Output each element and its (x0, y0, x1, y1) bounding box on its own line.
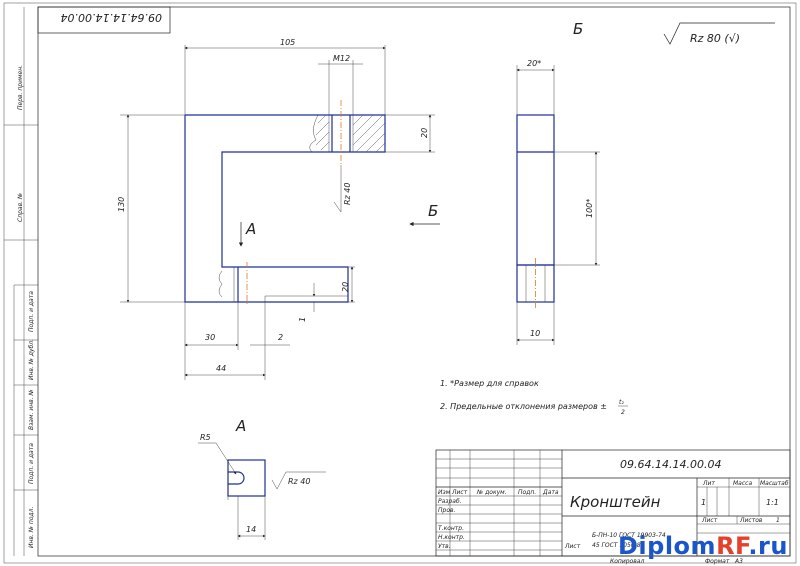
note-2: 2. Предельные отклонения размеров ± (440, 402, 607, 411)
view-a-arrow-label: А (245, 220, 256, 238)
sheet-label: Лист (701, 517, 718, 524)
inner-frame (37, 6, 791, 557)
stamp-drawing-number: 09.64.14.14.00.04 (620, 458, 721, 471)
main-view-dimensions: 105 M12 130 20 Rz 40 20 1 30 2 44 А (117, 38, 435, 380)
hdr-doc: № докум. (476, 489, 507, 496)
title-block: Изм Лист № докум. Подп. Дата Разраб. Про… (435, 449, 791, 557)
format-value: А3 (734, 558, 743, 565)
sidebar-label-5: Подп. и дата (28, 443, 35, 484)
view-b-dim-10: 10 (530, 329, 540, 338)
role-prov: Пров. (438, 507, 456, 514)
section-dim-14: 14 (246, 525, 256, 534)
watermark-logo: DiplomRF.ru (618, 532, 788, 560)
dim-m12: M12 (333, 54, 350, 63)
material-text2: 45 ГОСТ 1050-88 (592, 542, 645, 549)
sidebar-label-1: Справ. № (17, 193, 24, 222)
hdr-list: Лист (451, 489, 468, 496)
sidebar-label-0: Перв. примен. (17, 65, 24, 110)
section-rz40: Rz 40 (288, 477, 310, 486)
role-nkontr: Н.контр. (438, 534, 465, 541)
dim-130: 130 (117, 197, 126, 212)
view-b-arrow-label: Б (428, 202, 438, 220)
view-b-title: Б (573, 20, 583, 38)
sidebar-label-3: Инв. № дубл. (28, 339, 35, 380)
rz40-sign-icon (333, 165, 342, 213)
main-view (184, 100, 386, 305)
mass-label: Масса (733, 480, 752, 487)
view-b: 20* 100* 10 (516, 59, 600, 345)
note-fraction-num: t₂ (619, 399, 624, 406)
scale-label: Масштаб (760, 480, 789, 487)
copied-label: Копировал (610, 558, 644, 565)
sidebar-label-2: Подп. и дата (28, 291, 35, 332)
surface-note: Rz 80 (√) (690, 32, 740, 45)
hdr-izm: Изм (438, 489, 451, 496)
dim-20-top: 20 (420, 128, 429, 138)
section-roughness-icon (271, 471, 326, 490)
view-b-dim-20: 20* (527, 59, 541, 68)
rough-rz40: Rz 40 (343, 183, 352, 205)
section-a-title: А (235, 417, 246, 435)
rotated-drawing-number: 09.64.14.14.00.04 (61, 11, 162, 24)
sheets-value: 1 (776, 517, 780, 524)
sidebar-label-4: Взам. инв. № (28, 389, 35, 430)
dim-105: 105 (280, 38, 295, 47)
dim-1: 1 (298, 317, 307, 322)
watermark-part2: RF (716, 532, 749, 560)
dim-20-bottom: 20 (341, 282, 350, 292)
outer-frame (3, 2, 797, 564)
part-name: Кронштейн (570, 493, 661, 511)
note-fraction-den: 2 (621, 409, 625, 416)
hdr-date: Дата (542, 489, 559, 496)
scale-value: 1:1 (766, 498, 779, 507)
watermark-part3: .ru (748, 532, 788, 560)
sheets-label: Листов (739, 517, 763, 524)
lit-value: 1 (701, 498, 706, 507)
roughness-sign-icon (663, 22, 775, 45)
list-side-label: Лист (564, 543, 581, 550)
format-label: Формат (705, 558, 730, 565)
material-text: Б-ПН-10 ГОСТ 19903-74 (592, 532, 666, 539)
role-razrab: Разраб. (438, 498, 462, 505)
sidebar-label-6: Инв. № подл. (28, 507, 35, 548)
dim-2: 2 (278, 333, 283, 342)
left-side-strip: Перв. примен. Справ. № Подп. и дата Инв.… (4, 7, 38, 556)
dim-30: 30 (205, 333, 215, 342)
rotated-number-box (37, 6, 171, 34)
role-utv: Утв. (438, 543, 451, 550)
section-a: А R5 Rz 40 14 (198, 417, 326, 540)
note-1: 1. *Размер для справок (440, 379, 539, 388)
role-tkontr: Т.контр. (438, 525, 464, 532)
hdr-podp: Подп. (518, 489, 536, 496)
section-r5: R5 (200, 433, 211, 442)
lit-label: Лит (702, 480, 715, 487)
view-b-dim-100: 100* (585, 199, 594, 218)
watermark-part1: Diplom (618, 532, 717, 560)
dim-44: 44 (216, 364, 226, 373)
